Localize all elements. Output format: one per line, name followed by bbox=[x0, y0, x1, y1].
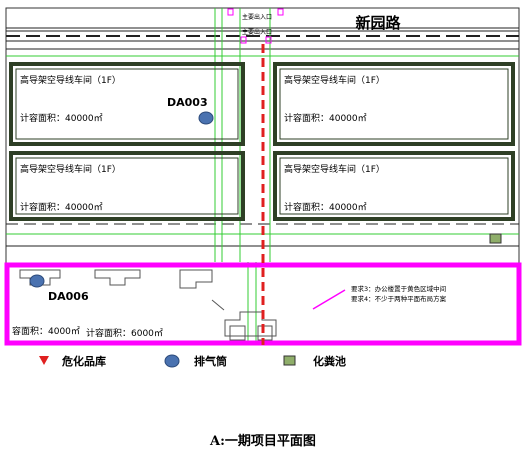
building-area: 计容面积：40000㎡ bbox=[20, 112, 103, 124]
building-title: 高导架空导线车间（1F） bbox=[20, 163, 121, 175]
legend-label-septic: 化粪池 bbox=[313, 354, 346, 368]
exhaust-stack-icon bbox=[29, 274, 45, 288]
septic-tank-icon bbox=[489, 233, 502, 244]
blue-ellipse-icon bbox=[164, 354, 180, 368]
red-triangle-icon bbox=[39, 356, 49, 365]
building-a: 高导架空导线车间（1F） 计容面积：40000㎡ bbox=[9, 62, 245, 146]
gate-label-top: 主要出入口 bbox=[242, 13, 272, 21]
lower-area-right: 计容面积：6000㎡ bbox=[86, 327, 163, 339]
legend-label-stack: 排气筒 bbox=[194, 354, 227, 368]
requirement-note-4: 要求4：不少于两种平面布局方案 bbox=[351, 294, 447, 303]
building-title: 高导架空导线车间（1F） bbox=[284, 74, 385, 86]
building-area: 计容面积：40000㎡ bbox=[20, 201, 103, 213]
green-square-icon bbox=[283, 355, 296, 366]
legend-label-hazmat: 危化品库 bbox=[61, 354, 106, 368]
gate-label-second: 主要出入口 bbox=[242, 28, 272, 36]
building-area: 计容面积：40000㎡ bbox=[284, 112, 367, 124]
building-c: 高导架空导线车间（1F） 计容面积：40000㎡ bbox=[9, 151, 245, 221]
stack-label-da003: DA003 bbox=[167, 96, 208, 109]
exhaust-stack-icon bbox=[198, 111, 214, 125]
gate-markers: 主要出入口 主要出入口 bbox=[227, 8, 284, 44]
road-name: 新园路 bbox=[355, 14, 401, 32]
legend: 危化品库 排气筒 化粪池 bbox=[39, 354, 346, 368]
building-area: 计容面积：40000㎡ bbox=[284, 201, 367, 213]
stack-label-da006: DA006 bbox=[48, 290, 89, 303]
requirement-note-3: 要求3：办公楼置于黄色区域中间 bbox=[351, 284, 446, 293]
lower-area-left: 容面积：4000㎡ bbox=[12, 325, 80, 337]
building-d: 高导架空导线车间（1F） 计容面积：40000㎡ bbox=[273, 151, 515, 221]
figure-caption: A:一期项目平面图 bbox=[209, 434, 316, 449]
building-title: 高导架空导线车间（1F） bbox=[20, 74, 121, 86]
building-title: 高导架空导线车间（1F） bbox=[284, 163, 385, 175]
building-b: 高导架空导线车间（1F） 计容面积：40000㎡ bbox=[273, 62, 515, 146]
